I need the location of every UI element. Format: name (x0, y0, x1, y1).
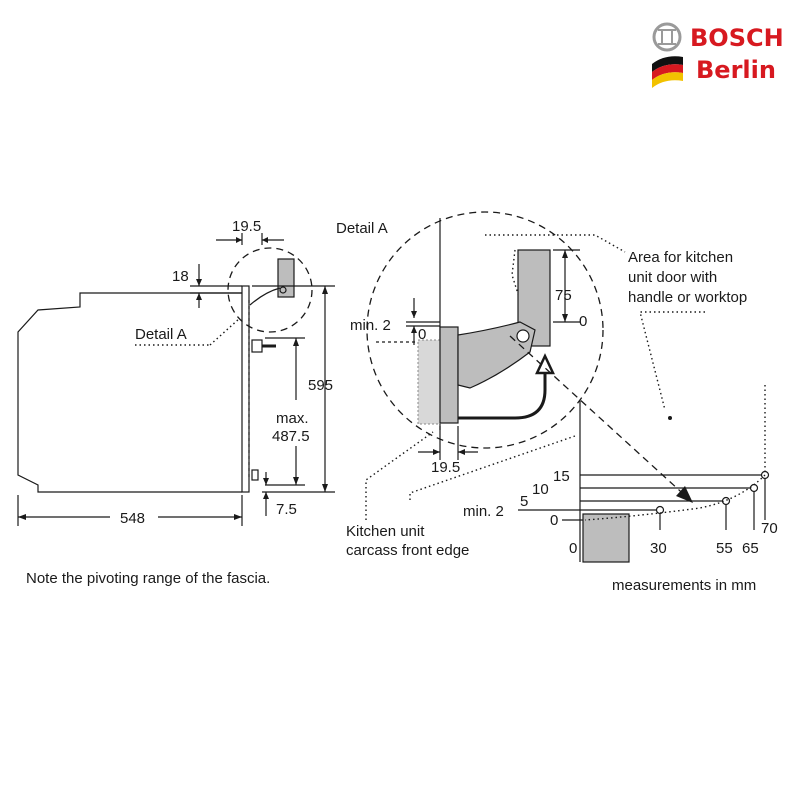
pivot-y-5: 5 (520, 493, 528, 510)
oven-knob (251, 339, 263, 353)
pivot-point-55 (721, 496, 731, 506)
hinge-arm (457, 321, 536, 389)
pivot-y-0: 0 (550, 512, 558, 529)
pivot-y-15: 15 (553, 468, 570, 485)
carcass-label-line2: carcass front edge (346, 542, 469, 559)
pivot-arrow (458, 370, 547, 420)
detail-a-circle-large (366, 211, 604, 449)
pivot-note: Note the pivoting range of the fascia. (26, 570, 270, 587)
swing-path-arrow (509, 335, 691, 501)
dim-height: 595 (308, 377, 333, 394)
dim-75: 75 (555, 287, 572, 304)
brand-name: BOSCH (690, 24, 784, 52)
dim-depth: 548 (120, 510, 145, 527)
area-label-line3: handle or worktop (628, 289, 747, 306)
detail-a-circle-small (227, 247, 313, 333)
detail-a-label-side: Detail A (135, 326, 187, 343)
dim-min-2: min. 2 (350, 317, 391, 334)
dim-top-offset: 19.5 (232, 218, 261, 235)
pivot-range-chart: 15 10 5 min. 2 0 0 30 55 65 70 (463, 385, 778, 563)
pivot-point-65 (749, 483, 759, 493)
area-label-line1: Area for kitchen (628, 249, 733, 266)
oven-side-view: 19.5 18 Detail A 595 (17, 218, 335, 527)
pivot-x-65: 65 (742, 540, 759, 557)
pivot-y-10: 10 (532, 481, 549, 498)
worktop-block (582, 513, 630, 563)
detail-a-title: Detail A (336, 220, 388, 237)
oven-fascia (241, 285, 250, 493)
dim-max-value: 487.5 (272, 428, 310, 445)
pivot-x-0: 0 (569, 540, 577, 557)
carcass-label-line1: Kitchen unit (346, 523, 425, 540)
dim-0-right: 0 (579, 313, 587, 330)
brand-city: Berlin (696, 56, 776, 84)
dim-bottom: 7.5 (276, 501, 297, 518)
dim-fascia-height: 18 (172, 268, 189, 285)
area-label-line2: unit door with (628, 269, 717, 286)
german-flag-icon (652, 56, 683, 88)
dim-bottom-offset: 19.5 (431, 459, 460, 476)
dim-0-left: 0 (418, 326, 426, 343)
pivot-x-30: 30 (650, 540, 667, 557)
bosch-berlin-logo: BOSCH Berlin (652, 22, 784, 88)
pivot-y-min2: min. 2 (463, 503, 504, 520)
bosch-armature-icon (652, 22, 682, 52)
detail-a-view: Detail A 75 0 (336, 211, 747, 559)
units-note: measurements in mm (612, 577, 756, 594)
pivot-x-55: 55 (716, 540, 733, 557)
dim-max-label: max. (276, 410, 309, 427)
oven-body-outline (17, 292, 242, 493)
pivot-x-70: 70 (761, 520, 778, 537)
fascia-plate (439, 326, 459, 424)
